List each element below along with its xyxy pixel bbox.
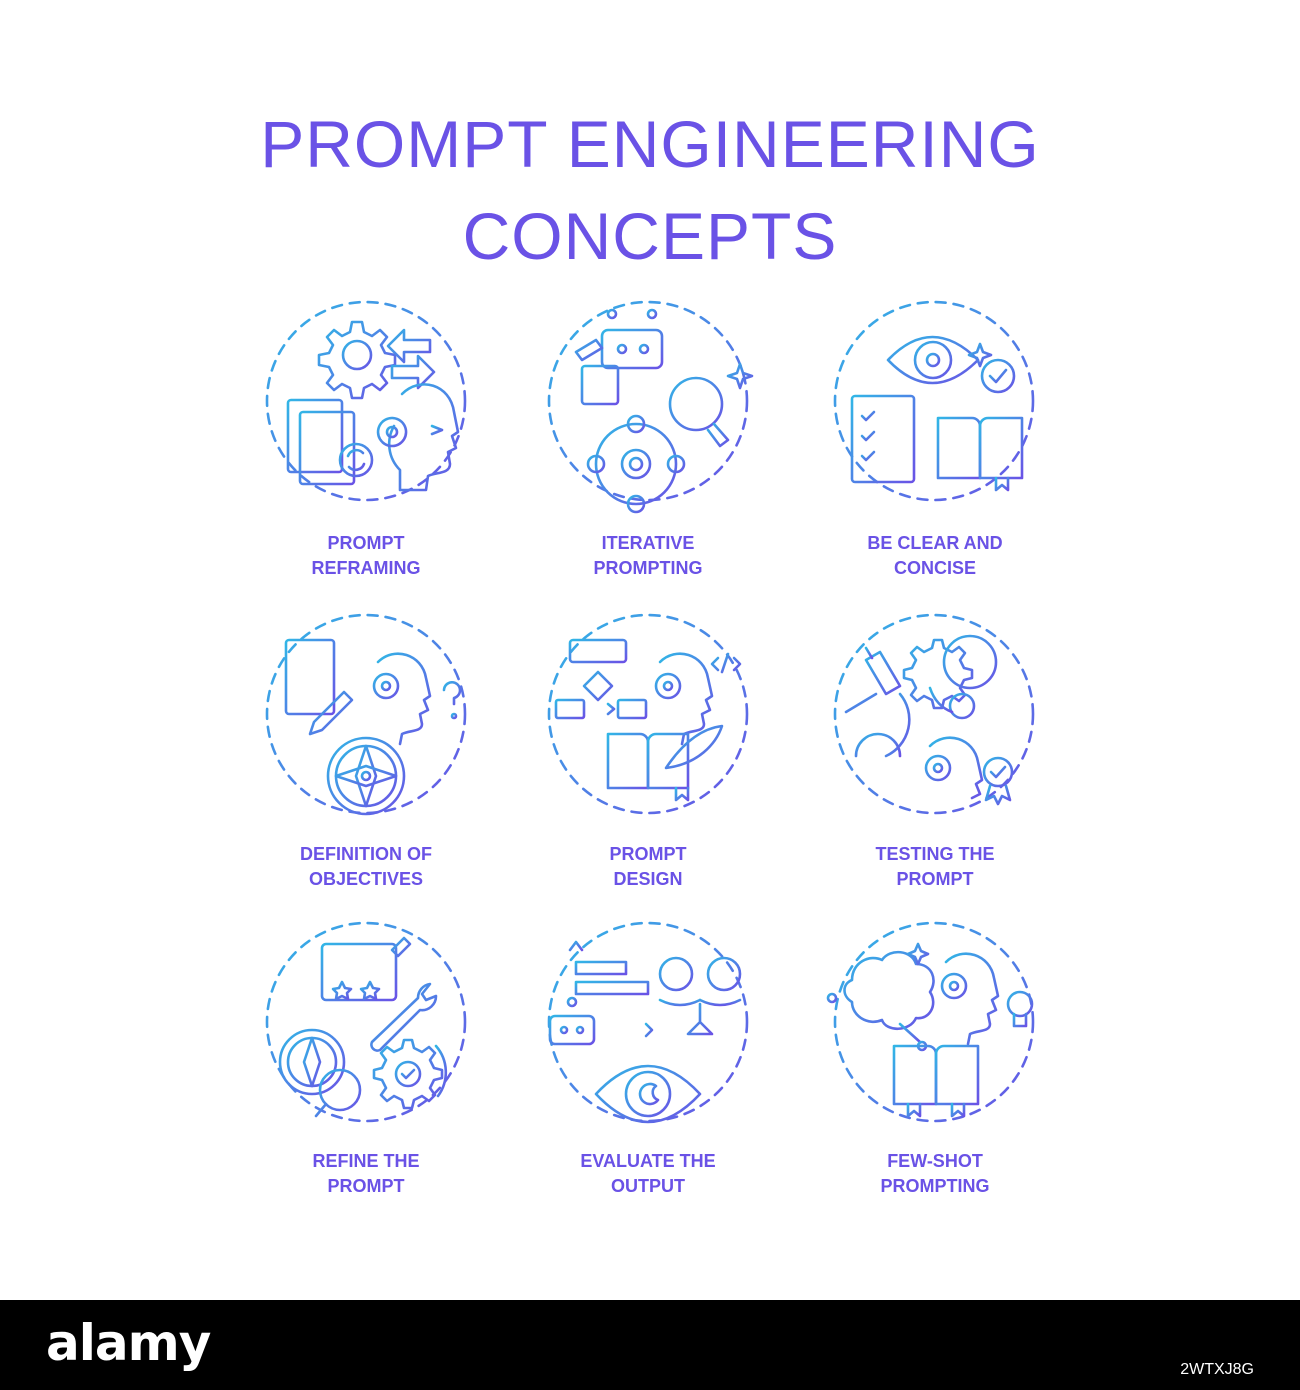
label-line-2: PROMPT <box>896 869 974 889</box>
title-line-1: PROMPT ENGINEERING <box>260 107 1040 181</box>
open-book-icon <box>892 1044 980 1118</box>
dashed-ring <box>833 613 1035 815</box>
brand-logo: alamy <box>46 1314 211 1372</box>
page-title: PROMPT ENGINEERING CONCEPTS <box>0 98 1300 282</box>
label-line-2: REFRAMING <box>311 558 421 578</box>
concept-icons-canvas <box>265 300 1035 1124</box>
label-line-2: CONCISE <box>893 558 976 578</box>
concept-icon-evaluate-the-output <box>547 921 749 1124</box>
concept-label-be-clear-and-concise: BE CLEAR AND CONCISE <box>805 531 1065 581</box>
label-line-1: PROMPT <box>609 844 687 864</box>
gears-icon <box>902 634 998 720</box>
concept-label-prompt-reframing: PROMPT REFRAMING <box>236 531 496 581</box>
eye-icon <box>594 1064 702 1124</box>
scale-plus-minus-icon <box>658 956 742 1036</box>
gear-check-icon <box>372 1038 448 1110</box>
arrows-exchange-icon <box>386 328 436 390</box>
dashed-ring <box>265 300 467 502</box>
badge-check-icon <box>982 756 1014 806</box>
label-line-2: OUTPUT <box>611 1176 685 1196</box>
watermark-footer: alamy 2WTXJ8G <box>0 1300 1300 1390</box>
book-quill-icon <box>606 724 724 802</box>
gantt-chart-icon <box>568 940 650 1002</box>
concept-label-prompt-design: PROMPT DESIGN <box>518 842 778 892</box>
concept-label-definition-of-objectives: DEFINITION OF OBJECTIVES <box>236 842 496 892</box>
robot-icon <box>548 996 654 1046</box>
checklist-icon <box>850 394 916 484</box>
robot-icon <box>600 308 664 370</box>
dashed-ring <box>833 921 1035 1123</box>
open-book-icon <box>936 416 1024 492</box>
label-line-2: PROMPT <box>327 1176 405 1196</box>
label-line-2: PROMPTING <box>880 1176 990 1196</box>
document-refresh-icon <box>286 398 374 486</box>
image-id: 2WTXJ8G <box>1180 1361 1254 1378</box>
dashed-ring <box>547 921 749 1123</box>
concept-icon-testing-the-prompt <box>833 613 1035 815</box>
label-line-1: DEFINITION OF <box>300 844 432 864</box>
label-line-1: TESTING THE <box>875 844 995 864</box>
concept-icon-refine-the-prompt <box>265 921 467 1123</box>
note-pencil-icon <box>574 338 620 406</box>
label-line-1: PROMPT <box>327 533 405 553</box>
gear-cycle-icon <box>586 414 686 514</box>
label-line-1: REFINE THE <box>312 1151 420 1171</box>
label-line-2: DESIGN <box>613 869 683 889</box>
concept-label-few-shot-prompting: FEW-SHOT PROMPTING <box>805 1149 1065 1199</box>
dashed-ring <box>547 300 749 502</box>
label-line-2: OBJECTIVES <box>308 869 424 889</box>
ai-head-icon <box>376 383 460 492</box>
ai-head-code-icon <box>654 652 742 746</box>
browser-stars-icon <box>320 936 412 1002</box>
label-line-1: EVALUATE THE <box>580 1151 716 1171</box>
ai-head-icon <box>940 952 1000 1046</box>
concept-icon-prompt-design <box>547 613 749 815</box>
microscope-icon <box>838 646 911 762</box>
concept-label-evaluate-the-output: EVALUATE THE OUTPUT <box>518 1149 778 1199</box>
dashed-ring <box>547 613 749 815</box>
compass-search-icon <box>278 1028 362 1118</box>
concept-label-refine-the-prompt: REFINE THE PROMPT <box>236 1149 496 1199</box>
concept-icon-definition-of-objectives <box>265 613 467 816</box>
label-line-2: PROMPTING <box>593 558 703 578</box>
concept-icon-be-clear-and-concise <box>833 300 1035 502</box>
gear-icon <box>317 320 397 400</box>
flowchart-icon <box>554 638 648 720</box>
dashed-ring <box>265 921 467 1123</box>
title-line-2: CONCEPTS <box>462 199 838 273</box>
lightbulb-icon <box>1006 990 1034 1028</box>
label-line-1: BE CLEAR AND <box>867 533 1003 553</box>
wrench-icon <box>370 982 438 1052</box>
search-icon <box>668 362 754 448</box>
label-line-1: ITERATIVE <box>601 533 695 553</box>
brain-icon <box>826 942 935 1052</box>
ai-head-question-icon <box>372 652 462 746</box>
eye-target-icon <box>886 334 1016 394</box>
concept-icon-iterative-prompting <box>547 300 754 514</box>
concept-icon-prompt-reframing <box>265 300 467 502</box>
label-line-1: FEW-SHOT <box>887 1151 983 1171</box>
concept-label-iterative-prompting: ITERATIVE PROMPTING <box>518 531 778 581</box>
ai-head-icon <box>924 736 984 800</box>
concept-label-testing-the-prompt: TESTING THE PROMPT <box>805 842 1065 892</box>
concept-icon-few-shot-prompting <box>826 921 1035 1123</box>
compass-icon <box>326 736 406 816</box>
dashed-ring <box>833 300 1035 502</box>
notebook-pencil-icon <box>278 638 354 736</box>
